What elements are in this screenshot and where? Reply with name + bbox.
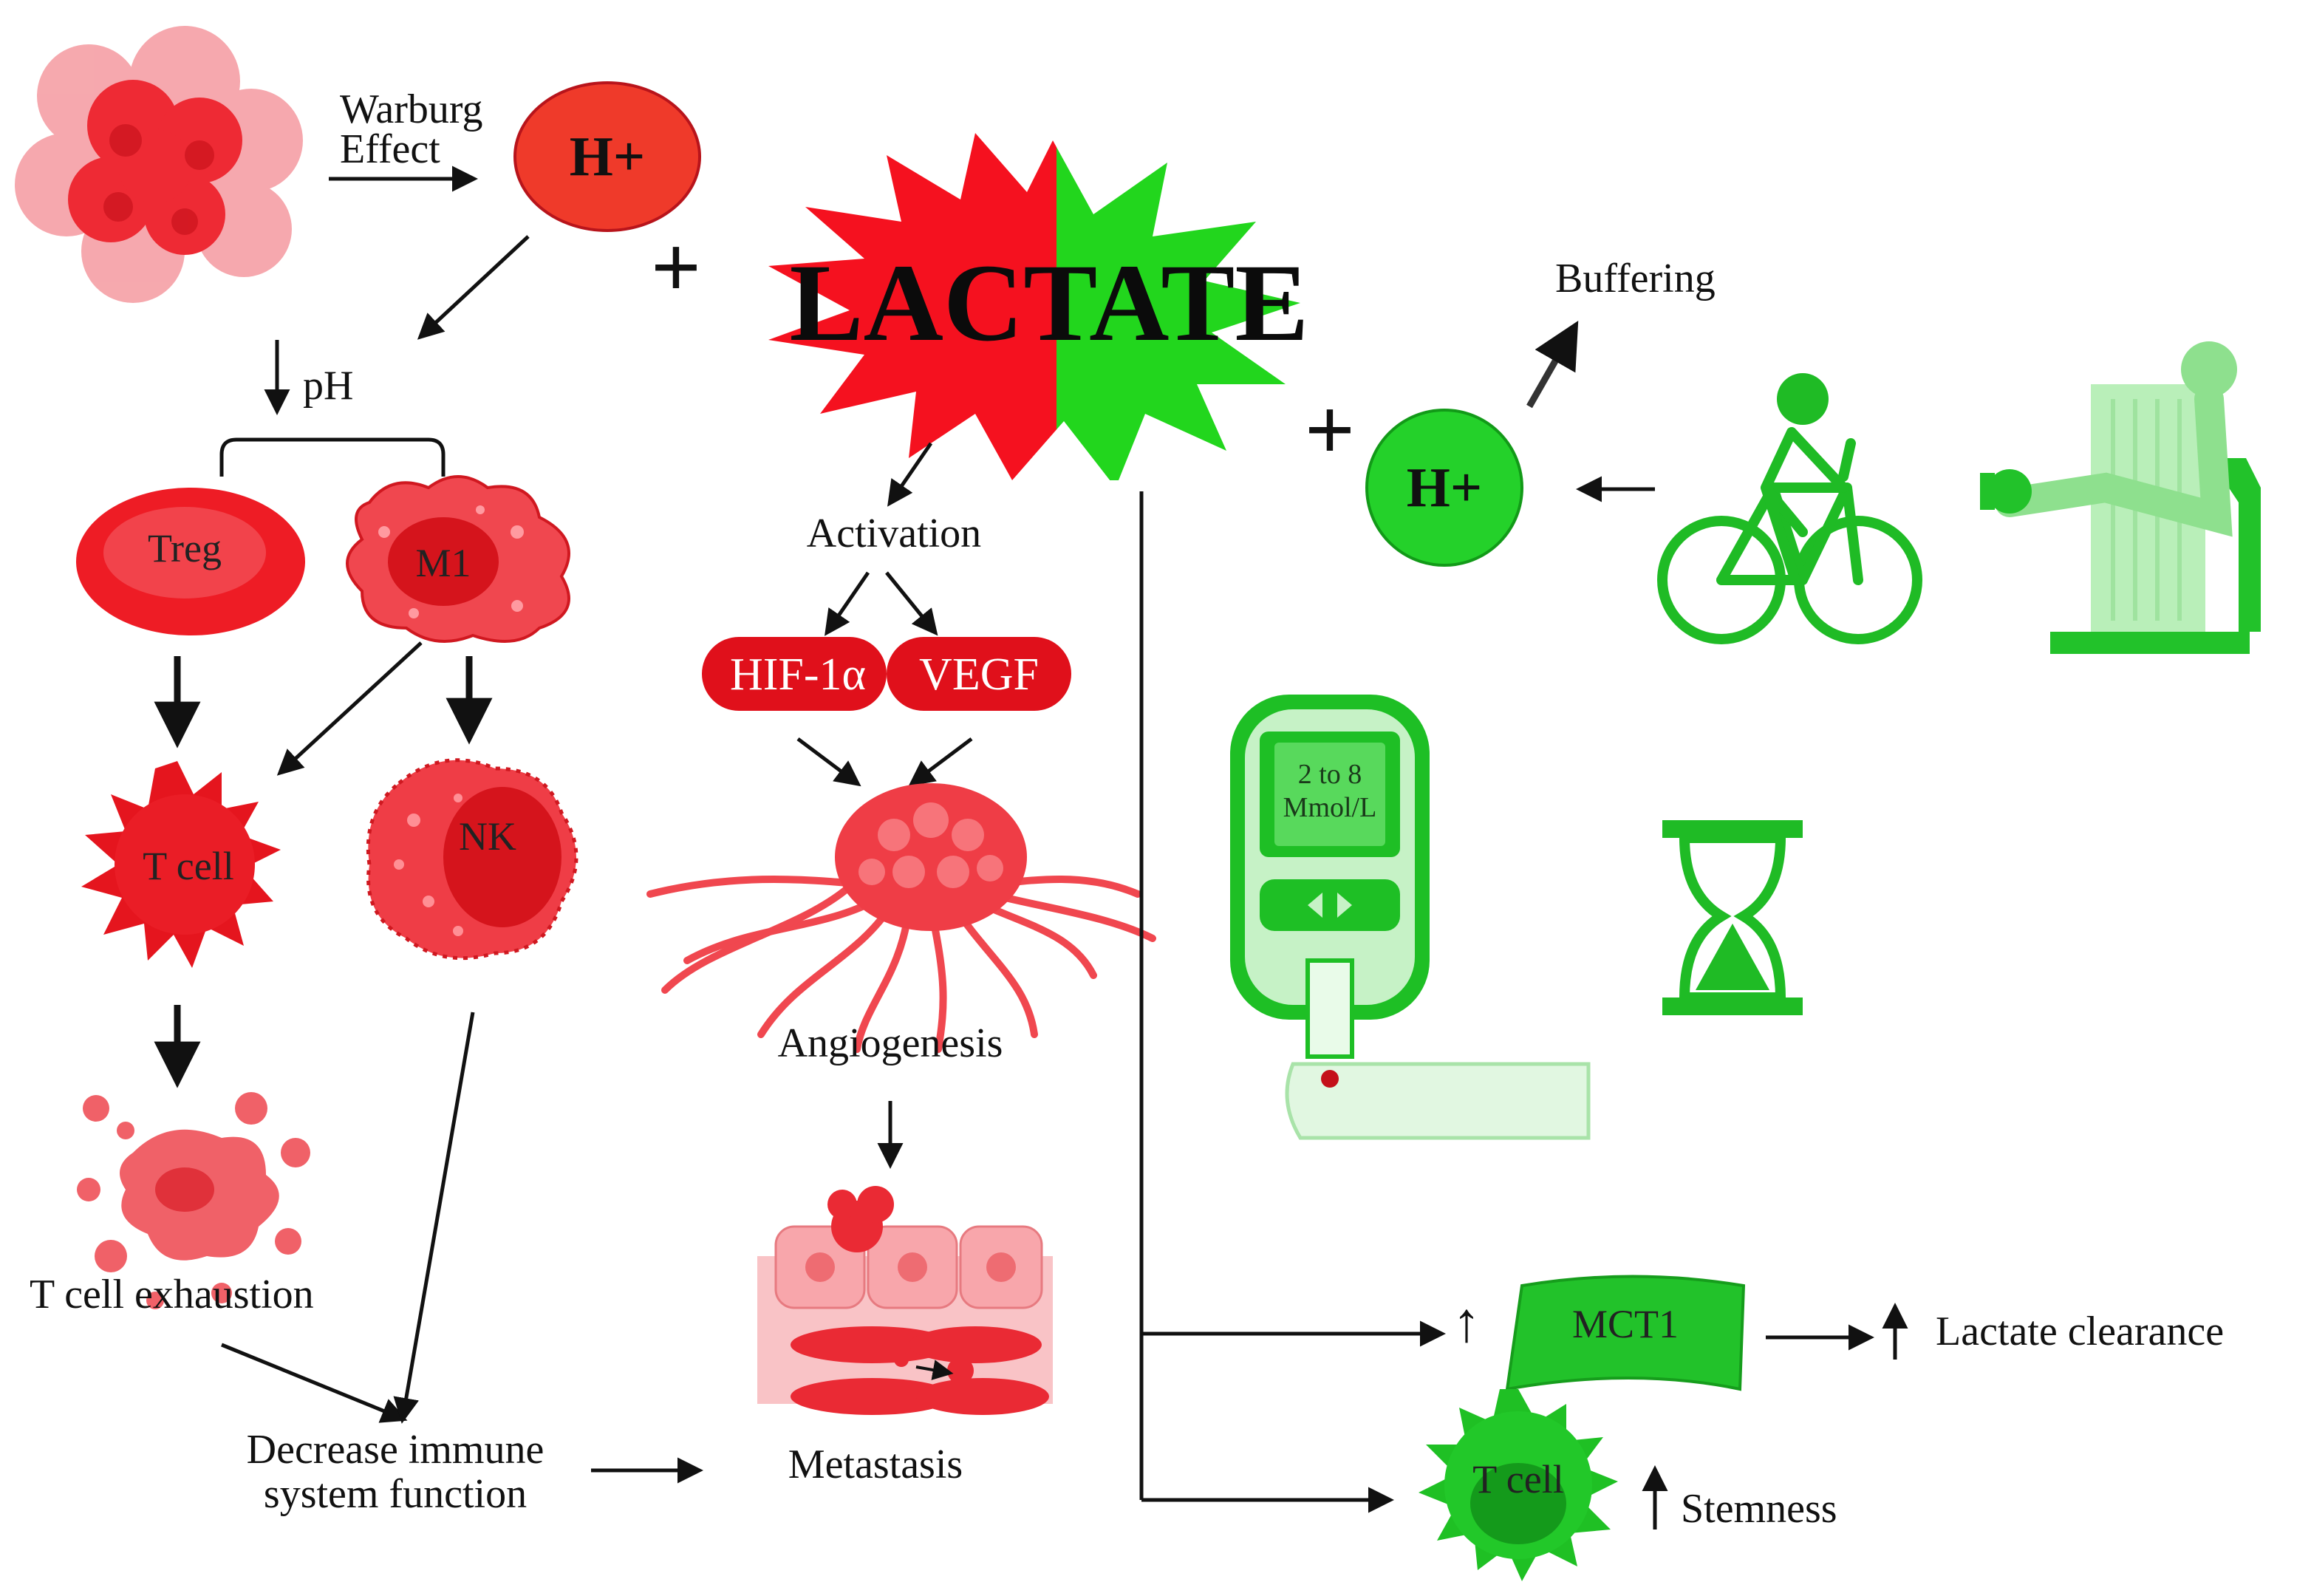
t-cell-red: T cell [81,761,281,968]
stemness-label: Stemness [1681,1486,1837,1532]
tumor-angiogenesis-icon [646,783,1156,1053]
treg-label: Treg [148,526,222,570]
activation-label: Activation [807,511,981,556]
metastasis-label: Metastasis [788,1442,963,1487]
vegf-label: VEGF [919,649,1039,700]
arrow-to-buffering [1526,321,1579,409]
t-cell-exhaustion-label: T cell exhaustion [30,1272,314,1317]
arrow-hif-to-angiogenesis [796,737,861,787]
mct1-transporter: MCT1 [1505,1275,1746,1391]
h-plus-green-bubble: H+ [1365,409,1523,567]
t-cell-red-label: T cell [143,844,233,888]
arrow-activation-to-hif [825,571,870,636]
meter-line1: 2 to 8 [1298,759,1362,790]
ph-label: pH [303,363,353,409]
decrease-immune-line1: Decrease immune [247,1427,545,1473]
arrow-vegf-to-angiogenesis [908,737,973,787]
arrow-nk-to-decrease [393,1012,475,1424]
arrow-m1-to-tcell [276,641,423,776]
m1-label: M1 [415,541,471,585]
lactate-title: LACTATE [790,242,1309,364]
arrow-hplus-to-ph [417,235,530,340]
tumor-cluster-icon [15,26,303,303]
treg-cell: Treg [76,488,305,635]
h-plus-red-label: H+ [570,126,645,188]
h-plus-red-bubble: H+ [513,81,701,232]
plus-sign-right: + [1305,381,1355,479]
nk-cell: NK [366,758,578,961]
t-cell-exhaustion-icon [77,1092,310,1309]
arrow-exhaustion-to-decrease [221,1343,408,1423]
mct1-up-arrow: ↑ [1453,1292,1481,1354]
warburg-label-line1: Warburg [340,86,483,132]
t-cell-green-label: T cell [1472,1457,1563,1501]
arrow-lactate-to-activation [887,442,933,507]
h-plus-green-label: H+ [1407,457,1482,519]
decrease-immune-line2: system function [264,1471,527,1517]
arrow-activation-to-vegf [885,571,938,636]
hif-label: HIF-1α [730,649,866,700]
nk-label: NK [459,814,516,859]
hourglass-icon [1662,820,1803,1015]
warburg-label-line2: Effect [340,126,440,172]
meter-line2: Mmol/L [1283,792,1377,823]
buffering-label: Buffering [1555,256,1716,301]
leg-press-machine-icon [1980,341,2261,654]
mct1-label: MCT1 [1572,1302,1679,1346]
bicycle-rider-icon [1657,373,1922,644]
ph-bracket [219,437,446,477]
plus-sign-left: + [651,218,701,316]
hif-vegf-capsule: HIF-1α VEGF [702,637,1071,711]
lactate-starburst: LACTATE [768,133,1309,480]
angiogenesis-label: Angiogenesis [778,1020,1003,1066]
lactate-clearance-label: Lactate clearance [1936,1309,2224,1354]
t-cell-green: T cell [1419,1389,1618,1581]
m1-cell: M1 [346,475,570,643]
metastasis-tissue-icon [757,1186,1053,1415]
glucose-meter-icon: 2 to 8 Mmol/L [1230,695,1591,1140]
